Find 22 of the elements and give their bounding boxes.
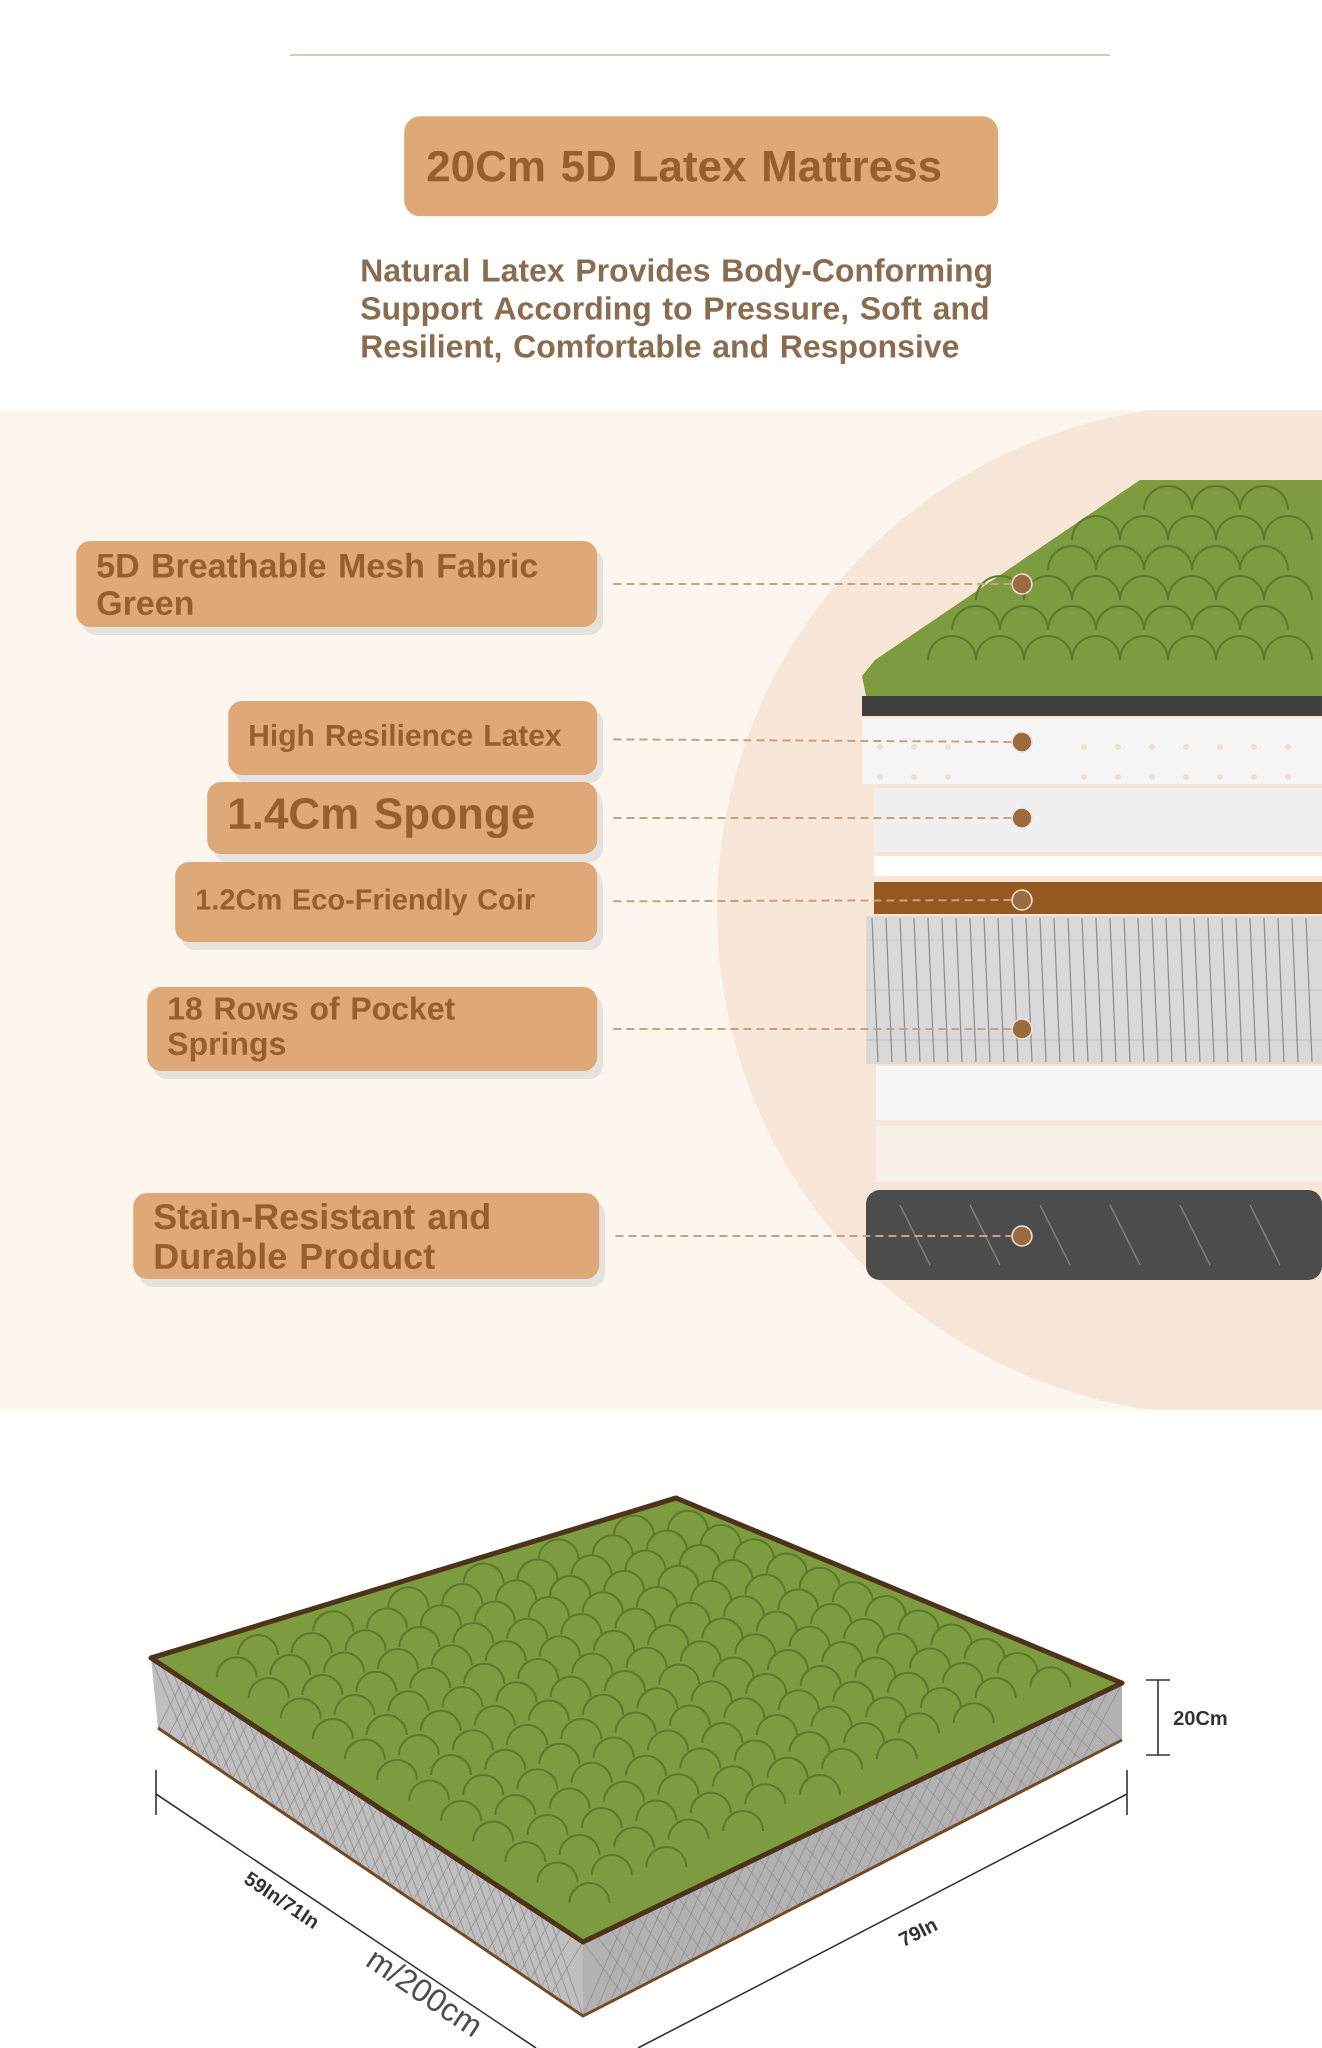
leader-line [612,899,1013,903]
leader-line [612,738,1013,743]
dimension-label: 79In [897,1921,938,1946]
callout-box: 5D Breathable Mesh Fabric Green [76,541,603,635]
layer-dot [1011,889,1033,911]
callout-box: Stain-Resistant and Durable Product [133,1193,605,1287]
layer-dot [1011,573,1033,595]
dimension-label: 20Cm [1173,1710,1227,1726]
callout-box: 1.2Cm Eco-Friendly Coir [175,862,603,950]
leader-line [612,583,1013,585]
layer-dot [1011,807,1033,829]
leader-line [612,817,1013,819]
layer-dot [1011,1225,1033,1247]
layer-dot [1011,1018,1033,1040]
layer-dot [1011,731,1033,753]
leader-line [614,1235,1013,1237]
subtitle: Natural Latex Provides Body-Conforming Support According to Pressure, Soft and Resilient, Comfortable and Responsive [361,258,991,365]
callout-box: 18 Rows of Pocket Springs [147,987,603,1079]
callout-box: High Resilience Latex [228,701,603,783]
title-box: 20Cm 5D Latex Mattress [404,116,999,217]
leader-line [612,1028,1013,1030]
callout-box: 1.4Cm Sponge [207,782,603,862]
